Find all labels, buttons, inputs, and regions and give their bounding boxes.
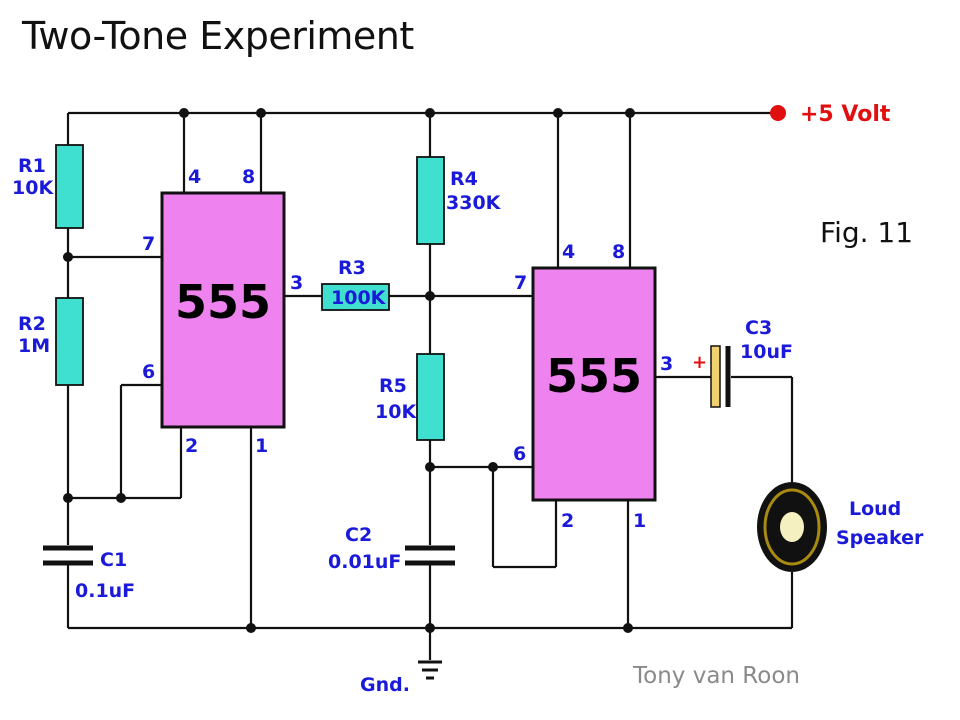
chip-555-left: [160, 191, 286, 429]
chip-555-right: [531, 266, 657, 502]
supply-label: +5 Volt: [800, 102, 891, 127]
r5-name: R5: [379, 375, 407, 397]
c3-polarity: +: [692, 352, 707, 373]
c2-name: C2: [345, 524, 372, 546]
chip-left-pin-7: 7: [142, 233, 155, 255]
chip-left-pin-6: 6: [142, 361, 155, 383]
chip-right-pin-3: 3: [660, 353, 673, 375]
c1-name: C1: [100, 549, 127, 571]
r1-name: R1: [18, 155, 46, 177]
capacitor-c3: [710, 345, 731, 408]
r1-value: 10K: [12, 177, 54, 199]
chip-right-pin-2: 2: [561, 510, 574, 532]
resistor-r5: [416, 353, 445, 441]
resistor-r2: [55, 297, 84, 386]
c1-value: 0.1uF: [75, 580, 135, 602]
supply-terminal: [770, 105, 786, 121]
junction-dots: [63, 108, 635, 633]
loudspeaker: [757, 482, 827, 572]
resistor-r3: [321, 283, 390, 311]
capacitor-c2: [405, 545, 455, 566]
capacitor-c1: [43, 545, 93, 566]
resistor-r1: [55, 144, 84, 229]
ground-label: Gnd.: [360, 674, 410, 696]
chip-right-pin-6: 6: [513, 443, 526, 465]
chip-right-pin-7: 7: [514, 272, 527, 294]
speaker-label-line2: Speaker: [836, 527, 924, 549]
r2-value: 1M: [18, 335, 50, 357]
r2-name: R2: [18, 313, 46, 335]
resistor-r4: [416, 156, 445, 245]
chip-right-pin-4: 4: [562, 241, 575, 263]
r3-value: 100K: [331, 287, 387, 309]
diagram-title: Two-Tone Experiment: [22, 14, 414, 58]
c3-name: C3: [745, 317, 772, 339]
chip-right-pin-8: 8: [612, 241, 625, 263]
chip-left-pin-2: 2: [185, 435, 198, 457]
c2-value: 0.01uF: [328, 551, 401, 573]
figure-label: Fig. 11: [820, 216, 913, 249]
r4-name: R4: [450, 168, 478, 190]
r4-value: 330K: [446, 192, 502, 214]
r5-value: 10K: [375, 401, 417, 423]
chip-right-pin-1: 1: [633, 510, 646, 532]
chip-left-pin-3: 3: [290, 272, 303, 294]
c3-value: 10uF: [740, 341, 793, 363]
chip-right-label: 555: [546, 349, 642, 403]
chip-left-label: 555: [175, 275, 271, 329]
r3-name: R3: [338, 257, 366, 279]
chip-left-pin-1: 1: [255, 435, 268, 457]
author-credit: Tony van Roon: [632, 663, 800, 689]
chip-left-pin-4: 4: [188, 166, 201, 188]
speaker-label-line1: Loud: [849, 498, 901, 520]
chip-left-pin-8: 8: [242, 166, 255, 188]
ground-symbol: [418, 660, 442, 680]
